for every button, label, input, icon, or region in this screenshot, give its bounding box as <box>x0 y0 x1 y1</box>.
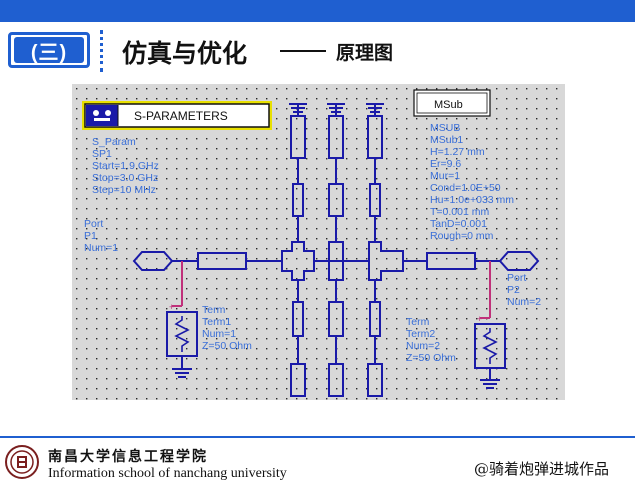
port1-name-label: P1 <box>84 230 97 242</box>
sparam-block[interactable]: S-PARAMETERS <box>82 101 272 130</box>
term2-type-label: Term <box>406 316 430 328</box>
school-name-en: Information school of nanchang universit… <box>48 466 287 481</box>
msub-block[interactable]: MSub <box>413 89 491 117</box>
port2-num-label: Num=2 <box>507 296 541 308</box>
stub-column-3[interactable] <box>366 103 384 397</box>
sparam-type-label: S_Param <box>92 136 136 148</box>
sparam-icon <box>86 105 118 126</box>
main-line <box>172 252 500 270</box>
sparam-step-label: Step=10 MHz <box>92 184 156 196</box>
msub-t-label: T=0.001 mm <box>430 206 489 218</box>
sparam-box-label: S-PARAMETERS <box>134 109 228 123</box>
term2-z-label: Z=50 Ohm <box>406 352 456 364</box>
tee-left[interactable] <box>281 241 315 281</box>
page-title: 仿真与优化 <box>122 40 248 68</box>
sparam-start-label: Start=1.9 GHz <box>92 160 159 172</box>
title-dash <box>280 50 326 52</box>
sparam-name-label: SP1 <box>92 148 112 160</box>
svg-text:+: + <box>169 302 174 312</box>
university-logo-icon <box>5 445 39 479</box>
msub-type-label: MSUB <box>430 122 460 134</box>
top-accent-bar <box>0 0 635 22</box>
term1-name-label: Term1 <box>202 316 231 328</box>
schematic-grid <box>72 84 565 400</box>
term1-type-label: Term <box>202 304 226 316</box>
term2-num-label: Num=2 <box>406 340 440 352</box>
section-badge: (三) <box>8 32 90 68</box>
term1-z-label: Z=50 Ohm <box>202 340 252 352</box>
port2-name-label: P2 <box>507 284 520 296</box>
msub-cond-label: Cond=1.0E+50 <box>430 182 501 194</box>
term1-num-label: Num=1 <box>202 328 236 340</box>
section-badge-label: (三) <box>14 37 84 64</box>
msub-name-label: MSub1 <box>430 134 463 146</box>
msub-er-label: Er=9.6 <box>430 158 461 170</box>
dotted-divider <box>100 30 103 72</box>
msub-rough-label: Rough=0 mm <box>430 230 494 242</box>
school-name-cn: 南昌大学信息工程学院 <box>48 449 208 465</box>
term2-name-label: Term2 <box>406 328 435 340</box>
msub-hu-label: Hu=1.0e+033 mm <box>430 194 514 206</box>
stub-column-1[interactable] <box>289 103 307 397</box>
msub-h-label: H=1.27 mm <box>430 146 485 158</box>
msub-tand-label: TanD=0.001 <box>430 218 487 230</box>
port1-type-label: Port <box>84 218 103 230</box>
port1-num-label: Num=1 <box>84 242 118 254</box>
stub-column-2[interactable] <box>327 103 345 397</box>
svg-text:+: + <box>477 314 482 324</box>
page-subtitle: 原理图 <box>336 43 394 64</box>
msub-box-label: MSub <box>434 99 463 111</box>
author-credit: @骑着炮弹进城作品 <box>474 460 610 478</box>
tee-right[interactable] <box>368 241 404 281</box>
msub-mur-label: Mur=1 <box>430 170 460 182</box>
port2-type-label: Port <box>507 272 526 284</box>
footer-divider <box>0 436 635 438</box>
port2-symbol[interactable] <box>498 251 540 271</box>
term2-symbol[interactable]: + <box>474 261 506 389</box>
term1-symbol[interactable]: + <box>166 261 198 378</box>
schematic-canvas[interactable]: S-PARAMETERS S_Param SP1 Start=1.9 GHz S… <box>72 84 565 400</box>
sparam-stop-label: Stop=3.0 GHz <box>92 172 158 184</box>
